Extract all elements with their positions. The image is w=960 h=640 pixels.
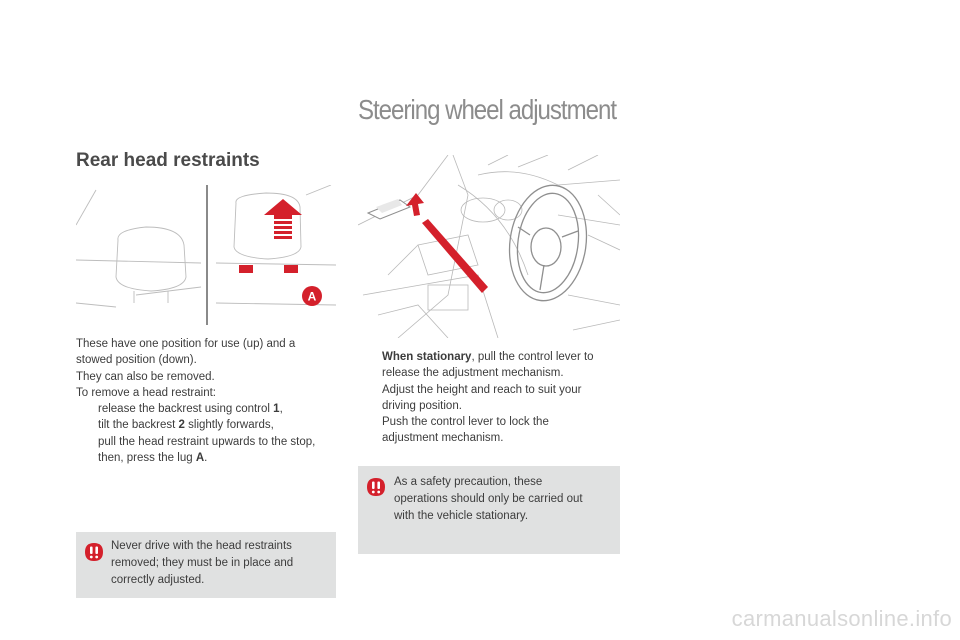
warning-line: removed; they must be in place and (111, 557, 294, 569)
warning-line: As a safety precaution, these (394, 476, 543, 488)
safety-warning-box: As a safety precaution, these operations… (358, 466, 620, 554)
list-item: When stationary, pull the control lever … (382, 351, 594, 380)
watermark: carmanualsonline.info (731, 606, 952, 631)
list-item: then, press the lug A. (98, 452, 208, 465)
warning-line: correctly adjusted. (111, 574, 205, 586)
warning-icon (85, 543, 103, 561)
intro-line: They can also be removed. (76, 370, 215, 383)
rear-head-restraints-title: Rear head restraints (76, 150, 260, 171)
list-item: tilt the backrest 2 slightly forwards, (98, 419, 274, 432)
intro-line: stowed position (down). (76, 354, 197, 367)
head-restraint-illustration: A (76, 185, 336, 325)
label-a: A (308, 290, 317, 304)
list-item: pull the head restraint upwards to the s… (98, 435, 316, 448)
steering-wheel-illustration (358, 155, 620, 338)
list-item: Adjust the height and reach to suit your… (382, 383, 582, 412)
section-title: Steering wheel adjustment (358, 94, 617, 125)
warning-line: operations should only be carried out (394, 493, 583, 505)
steering-instructions: When stationary, pull the control lever … (360, 349, 620, 447)
rear-instructions: These have one position for use (up) and… (76, 336, 336, 466)
intro-line: To remove a head restraint: (76, 386, 216, 399)
warning-line: Never drive with the head restraints (111, 540, 292, 552)
warning-icon (367, 478, 385, 496)
intro-line: These have one position for use (up) and… (76, 338, 296, 350)
warning-line: with the vehicle stationary. (394, 510, 529, 522)
head-restraint-warning-box: Never drive with the head restraints rem… (76, 532, 336, 598)
list-item: release the backrest using control 1, (98, 403, 283, 416)
